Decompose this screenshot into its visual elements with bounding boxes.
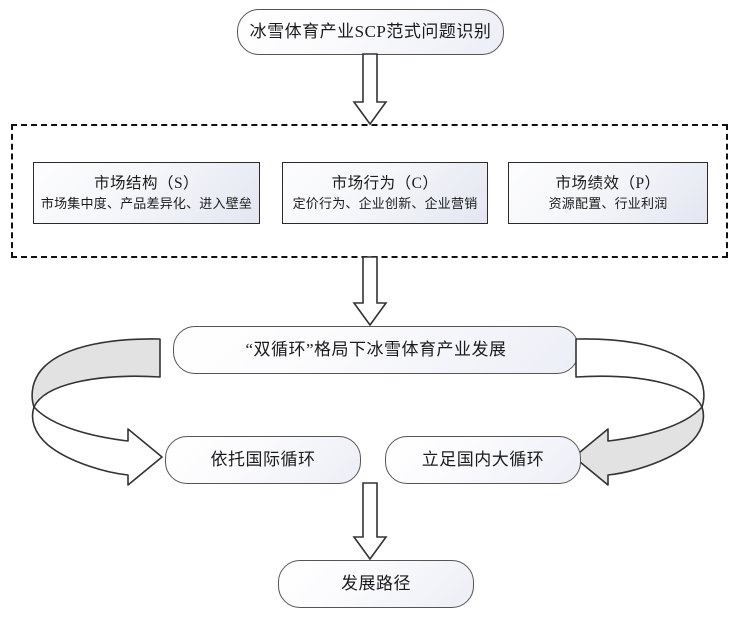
node-root-label: 冰雪体育产业SCP范式问题识别: [249, 22, 492, 42]
arrow-root-to-scp-group: [352, 53, 388, 126]
scp-box-conduct-title: 市场行为（C）: [331, 174, 439, 192]
arrow-left-loop: [31, 338, 163, 486]
scp-box-structure-title: 市场结构（S）: [93, 174, 200, 192]
node-dual-circulation-development[interactable]: “双循环”格局下冰雪体育产业发展: [173, 326, 579, 374]
arrow-scp-group-to-development: [352, 256, 388, 327]
node-domestic-cycle-label: 立足国内大循环: [421, 450, 545, 470]
scp-box-performance[interactable]: 市场绩效（P） 资源配置、行业利润: [508, 162, 708, 224]
scp-box-performance-subtitle: 资源配置、行业利润: [548, 195, 668, 211]
scp-box-structure[interactable]: 市场结构（S） 市场集中度、产品差异化、进入壁垒: [33, 162, 260, 224]
scp-box-performance-title: 市场绩效（P）: [555, 174, 661, 192]
scp-box-conduct[interactable]: 市场行为（C） 定价行为、企业创新、企业营销: [282, 162, 488, 224]
node-root-problem[interactable]: 冰雪体育产业SCP范式问题识别: [237, 9, 504, 55]
node-development-path-label: 发展路径: [341, 574, 411, 594]
arrow-right-loop: [573, 338, 705, 486]
scp-box-conduct-subtitle: 定价行为、企业创新、企业营销: [292, 195, 478, 211]
scp-box-structure-subtitle: 市场集中度、产品差异化、进入壁垒: [40, 195, 253, 211]
node-domestic-cycle[interactable]: 立足国内大循环: [385, 436, 581, 484]
node-development-path[interactable]: 发展路径: [278, 560, 474, 608]
arrow-cycles-to-outcome: [352, 482, 388, 561]
node-international-cycle[interactable]: 依托国际循环: [165, 436, 361, 484]
node-dual-circulation-label: “双循环”格局下冰雪体育产业发展: [245, 340, 507, 360]
node-international-cycle-label: 依托国际循环: [210, 450, 316, 470]
